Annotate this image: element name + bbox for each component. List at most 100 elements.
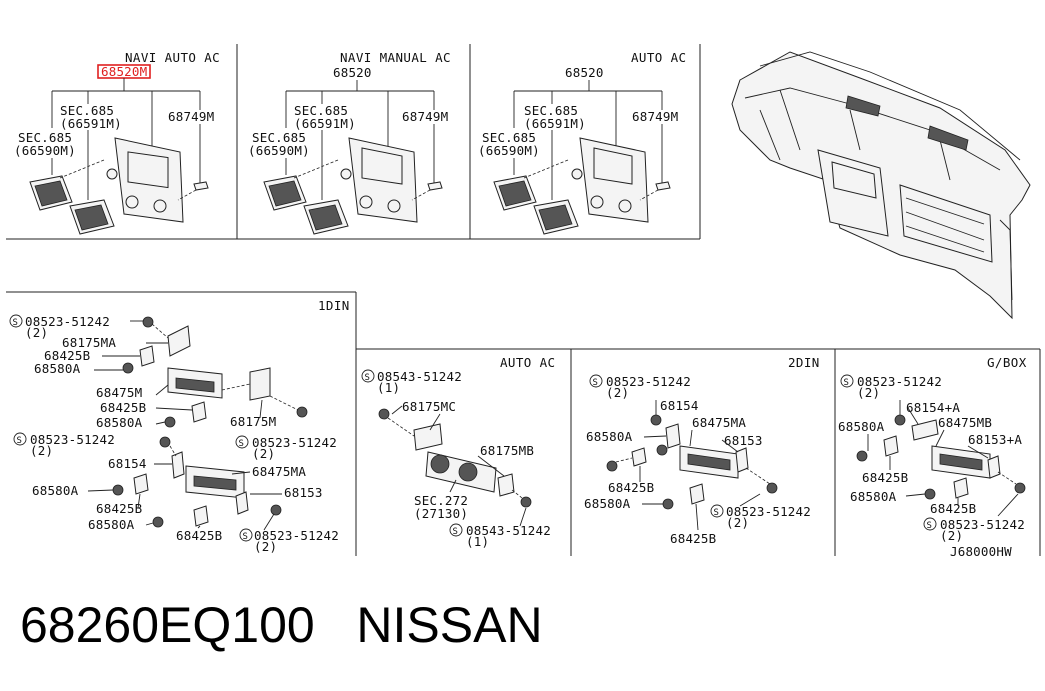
screw-symbol [840,374,854,388]
label-part: 68749M [168,109,214,124]
screw-symbol [449,523,463,537]
label-sec-ref: (27130) [414,506,468,521]
label-part: 68154 [108,456,147,471]
control-knob [458,462,478,482]
bolt [112,484,124,496]
label-sec: SEC.685 [524,103,578,118]
label-part: 68475MA [252,464,306,479]
label-sec: SEC.685 [482,130,536,145]
screw-symbol [9,314,23,328]
knob [571,168,583,180]
bracket [413,423,443,451]
label-part: 68749M [632,109,678,124]
bracket [171,451,185,479]
label-part: 08523-51242 [254,528,339,543]
pocket-opening [193,475,237,491]
label-qty: (2) [726,515,749,530]
bolt [159,436,171,448]
label-qty: (1) [377,380,400,395]
part-number: 68520 [333,65,372,80]
bracket [735,447,749,473]
bracket [133,473,149,495]
label-part: 68425B [176,528,222,543]
vent-louvers [74,204,109,231]
symbol-s: S [714,508,720,518]
symbol-s: S [593,378,599,388]
footer-brand: NISSAN [356,597,543,653]
label-qty: (2) [254,539,277,554]
bolt [766,482,778,494]
label-sec-ref: (66590M) [14,143,76,158]
label-qty: (2) [30,443,53,458]
panel-header: NAVI AUTO AC [125,50,220,65]
label-part: 68580A [32,483,79,498]
vent-louvers [498,180,532,207]
bolt [270,504,282,516]
bracket [497,473,515,497]
panel-header: AUTO AC [500,355,555,370]
label-part: 08523-51242 [30,432,115,447]
display-opening [361,147,403,185]
panel-header: AUTO AC [631,50,686,65]
bolt [856,450,868,462]
bracket [689,483,705,505]
vent-louvers [268,180,302,207]
bolt [152,516,164,528]
label-part: 68154+A [906,400,960,415]
panel-gbox: G/BOX S 08523-51242 (2) 68154+A 68580A 6… [838,355,1027,559]
screw-symbol [710,504,724,518]
label-part: 08543-51242 [466,523,551,538]
clip [427,181,443,191]
label-part: 68580A [88,517,135,532]
label-part: 68580A [838,419,885,434]
bracket [665,423,681,449]
label-part: 68580A [584,496,631,511]
bolt [924,488,936,500]
label-sec-ref: (66590M) [248,143,310,158]
bolt [662,498,674,510]
pocket-opening [175,377,215,393]
bolt [606,460,618,472]
knob [590,195,604,209]
knob [359,195,373,209]
symbol-s: S [17,436,23,446]
label-part: 68425B [96,501,142,516]
label-part: 68425B [930,501,976,516]
label-sec: SEC.685 [252,130,306,145]
panel-auto-ac-top: AUTO AC 68520 SEC.685 (66591M) SEC.685 (… [478,50,686,235]
vent-louvers [308,204,343,231]
label-part: 08523-51242 [940,517,1025,532]
label-part: 68175MB [480,443,534,458]
vent-louvers [538,204,573,231]
pocket-opening [687,453,731,471]
panel-navi-auto-ac: NAVI AUTO AC 68520M SEC.685 (66591M) SEC… [14,50,220,235]
bracket [193,505,209,527]
part-number: 68520 [565,65,604,80]
screw-symbol [589,374,603,388]
bolt [650,414,662,426]
bracket [235,491,249,515]
label-sec: SEC.272 [414,493,468,508]
label-part: 08523-51242 [606,374,691,389]
panel-2din: 2DIN S 08523-51242 (2) 68154 68580A 6847… [584,355,819,546]
panel-auto-ac-bottom: AUTO AC S 08543-51242 (1) 68175MC 68175M… [361,355,555,549]
vent-louvers [34,180,68,207]
panel-header: G/BOX [987,355,1027,370]
label-part: 68153 [724,433,763,448]
display-opening [127,151,169,189]
label-part: 68425B [100,400,146,415]
bracket [191,401,207,423]
label-sec: SEC.685 [60,103,114,118]
label-part: 68475MB [938,415,992,430]
diagram-code: J68000HW [950,544,1012,559]
bracket [987,455,1001,479]
label-part: 08523-51242 [25,314,110,329]
knob [340,168,352,180]
label-part: 08523-51242 [857,374,942,389]
knob [387,199,401,213]
footer: 68260EQ100 NISSAN [20,596,543,654]
label-part: 68580A [34,361,81,376]
panel-1din: 1DIN S 08523-51242 (2) 68175MA 68425B 68… [9,298,349,554]
panel-navi-manual-ac: NAVI MANUAL AC 68520 SEC.685 (66591M) SE… [248,50,451,235]
